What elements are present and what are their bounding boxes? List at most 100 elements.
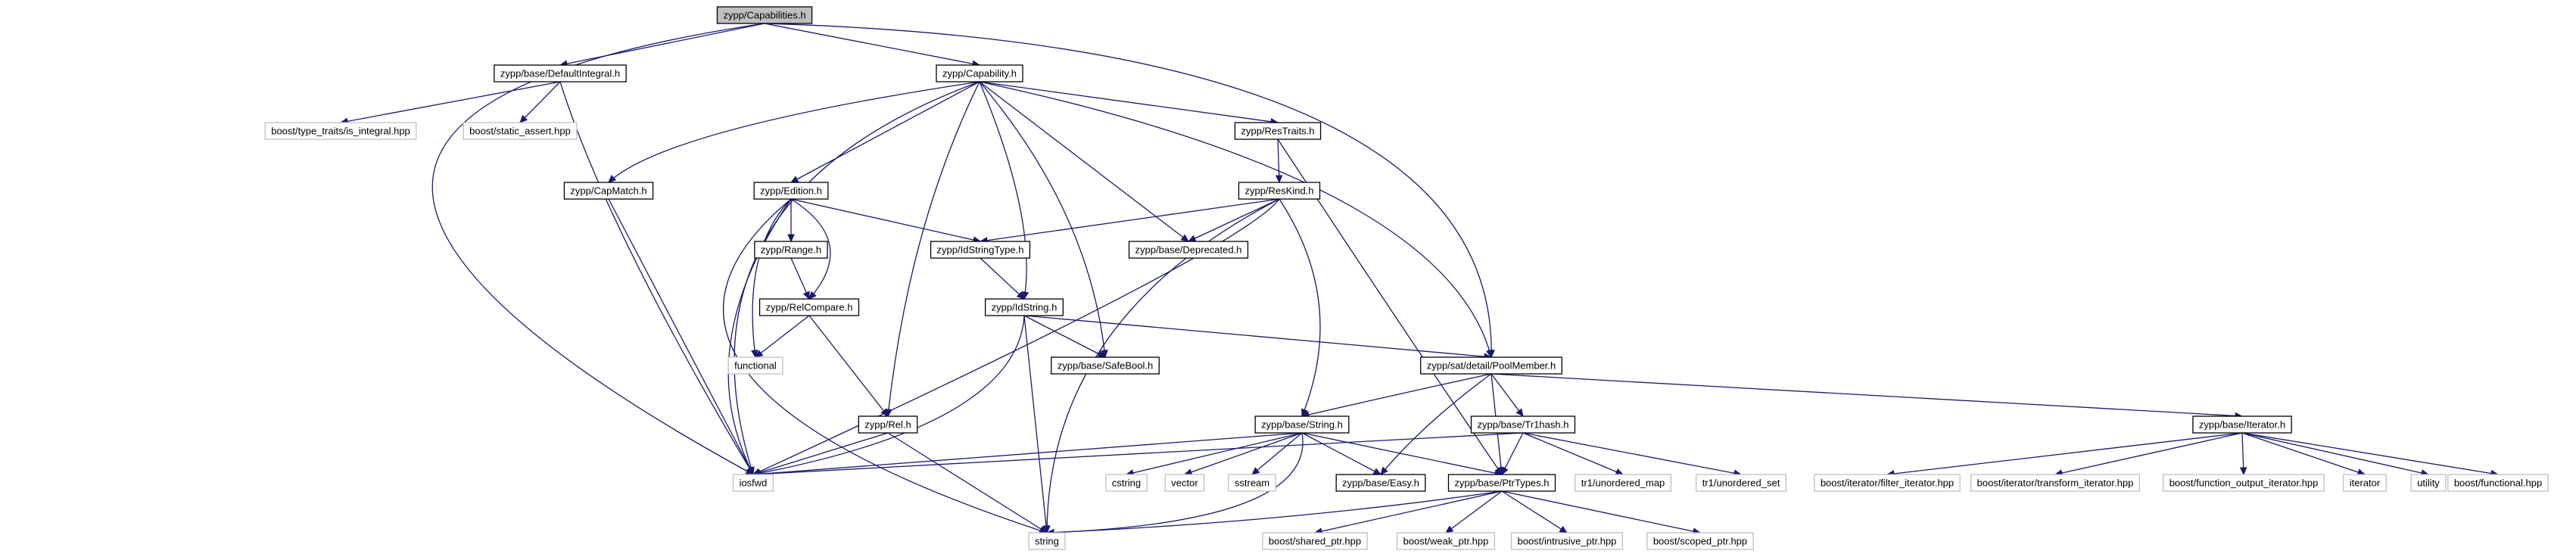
node-cap-match[interactable]: zypp/CapMatch.h [563, 182, 654, 200]
node-label: vector [1171, 478, 1198, 489]
node-box [1254, 415, 1350, 434]
node-label: string [1035, 536, 1059, 547]
node-label: boost/functional.hpp [2454, 478, 2542, 489]
node-label: zypp/sat/detail/PoolMember.h [1427, 360, 1556, 372]
edge-iterator-h-to-iterator [2241, 432, 2366, 476]
edge-iterator-h-to-function-output-iterator [2239, 432, 2247, 476]
edge-id-string-to-string [1023, 315, 1050, 534]
node-functional: functional [727, 356, 783, 375]
edge-ptr-types-to-weak-ptr [1445, 490, 1503, 534]
node-range[interactable]: zypp/Range.h [754, 241, 828, 259]
node-label: boost/weak_ptr.hpp [1403, 536, 1489, 547]
node-boost-functional: boost/functional.hpp [2447, 474, 2549, 492]
edge-capability-to-cap-match [608, 81, 980, 183]
node-capabilities[interactable]: zypp/Capabilities.h [716, 6, 813, 24]
node-capability[interactable]: zypp/Capability.h [936, 64, 1023, 82]
node-id-string[interactable]: zypp/IdString.h [984, 298, 1064, 316]
node-iterator-h[interactable]: zypp/base/Iterator.h [2192, 415, 2292, 434]
node-box [1335, 474, 1426, 492]
node-intrusive-ptr: boost/intrusive_ptr.hpp [1510, 532, 1624, 550]
edge-iterator-h-to-boost-functional [2241, 432, 2500, 478]
node-label: zypp/base/PtrTypes.h [1454, 478, 1549, 489]
node-box [1234, 122, 1322, 140]
node-layer: zypp/Capabilities.h zypp/base/DefaultInte… [264, 6, 2549, 550]
edge-ptr-types-to-scoped-ptr [1501, 490, 1702, 535]
node-label: zypp/base/String.h [1261, 419, 1343, 431]
node-box [1262, 532, 1368, 550]
node-deprecated[interactable]: zypp/base/Deprecated.h [1128, 241, 1249, 259]
edge-string-h-to-easy [1301, 432, 1382, 475]
node-label: zypp/ResTraits.h [1241, 126, 1314, 137]
edge-ptr-types-to-shared-ptr [1313, 490, 1503, 535]
node-label: utility [2417, 478, 2440, 489]
node-box [716, 6, 813, 24]
node-box [494, 64, 627, 82]
edge-capabilities-to-capability [764, 23, 981, 67]
node-label: cstring [1112, 478, 1141, 489]
node-tr1hash[interactable]: zypp/base/Tr1hash.h [1470, 415, 1576, 434]
node-label: zypp/Edition.h [760, 185, 822, 197]
node-label: iosfwd [740, 478, 768, 489]
node-rel-compare[interactable]: zypp/RelCompare.h [758, 298, 860, 316]
node-unordered-set: tr1/unordered_set [1696, 474, 1786, 492]
node-box [2447, 474, 2549, 492]
node-res-kind[interactable]: zypp/ResKind.h [1238, 182, 1321, 200]
edge-tr1hash-to-ptr-types [1501, 432, 1524, 476]
edge-layer [339, 23, 2500, 537]
node-box [1447, 474, 1556, 492]
node-box [1814, 474, 1961, 492]
edge-string-h-to-sstream [1251, 432, 1303, 475]
node-box [1575, 474, 1671, 492]
node-box [1970, 474, 2140, 492]
node-shared-ptr: boost/shared_ptr.hpp [1262, 532, 1368, 550]
node-ptr-types[interactable]: zypp/base/PtrTypes.h [1447, 474, 1556, 492]
node-label: boost/type_traits/is_integral.hpp [271, 126, 410, 137]
node-easy[interactable]: zypp/base/Easy.h [1335, 474, 1426, 492]
edge-rel-to-string [887, 432, 1048, 534]
node-function-output-iterator: boost/function_output_iterator.hpp [2163, 474, 2325, 492]
node-box [753, 182, 829, 200]
node-label: boost/intrusive_ptr.hpp [1518, 536, 1617, 547]
edge-id-string-to-pool-member [1023, 315, 1493, 360]
node-static-assert: boost/static_assert.hpp [463, 122, 578, 140]
edge-res-traits-to-res-kind [1275, 138, 1283, 184]
node-box [563, 182, 654, 200]
node-default-integral[interactable]: zypp/base/DefaultIntegral.h [494, 64, 627, 82]
node-box [858, 415, 918, 434]
node-unordered-map: tr1/unordered_map [1575, 474, 1671, 492]
node-label: zypp/Range.h [761, 244, 821, 256]
node-label: zypp/IdStringType.h [937, 244, 1024, 256]
node-rel[interactable]: zypp/Rel.h [858, 415, 918, 434]
edge-ptr-types-to-intrusive-ptr [1501, 490, 1568, 534]
node-iterator: iterator [2343, 474, 2387, 492]
edge-edition-to-iosfwd [727, 198, 792, 476]
node-box [1238, 182, 1321, 200]
node-safe-bool[interactable]: zypp/base/SafeBool.h [1051, 356, 1160, 375]
edge-capability-to-deprecated [979, 81, 1189, 242]
node-res-traits[interactable]: zypp/ResTraits.h [1234, 122, 1322, 140]
node-label: boost/shared_ptr.hpp [1269, 536, 1361, 547]
node-label: zypp/Capabilities.h [723, 10, 805, 21]
node-utility: utility [2410, 474, 2447, 492]
node-box [1420, 356, 1562, 375]
node-scoped-ptr: boost/scoped_ptr.hpp [1646, 532, 1754, 550]
node-string-h[interactable]: zypp/base/String.h [1254, 415, 1350, 434]
node-label: zypp/base/Easy.h [1342, 478, 1419, 489]
edge-tr1hash-to-unordered-set [1522, 432, 1743, 477]
node-label: zypp/CapMatch.h [570, 185, 646, 197]
node-box [936, 64, 1023, 82]
node-box [264, 122, 417, 140]
node-id-string-type[interactable]: zypp/IdStringType.h [930, 241, 1031, 259]
node-edition[interactable]: zypp/Edition.h [753, 182, 829, 200]
node-filter-iterator: boost/iterator/filter_iterator.hpp [1814, 474, 1961, 492]
edge-string-h-to-vector [1183, 432, 1303, 476]
edge-edition-to-id-string-type [790, 198, 982, 244]
node-label: tr1/unordered_map [1581, 478, 1665, 489]
node-label: zypp/base/DefaultIntegral.h [500, 68, 620, 79]
edge-default-integral-to-static-assert [519, 81, 561, 123]
node-pool-member[interactable]: zypp/sat/detail/PoolMember.h [1420, 356, 1562, 375]
node-cstring: cstring [1105, 474, 1148, 492]
edge-edition-to-range [787, 199, 795, 243]
edge-res-kind-to-string-h [1279, 198, 1321, 418]
node-box [1510, 532, 1624, 550]
